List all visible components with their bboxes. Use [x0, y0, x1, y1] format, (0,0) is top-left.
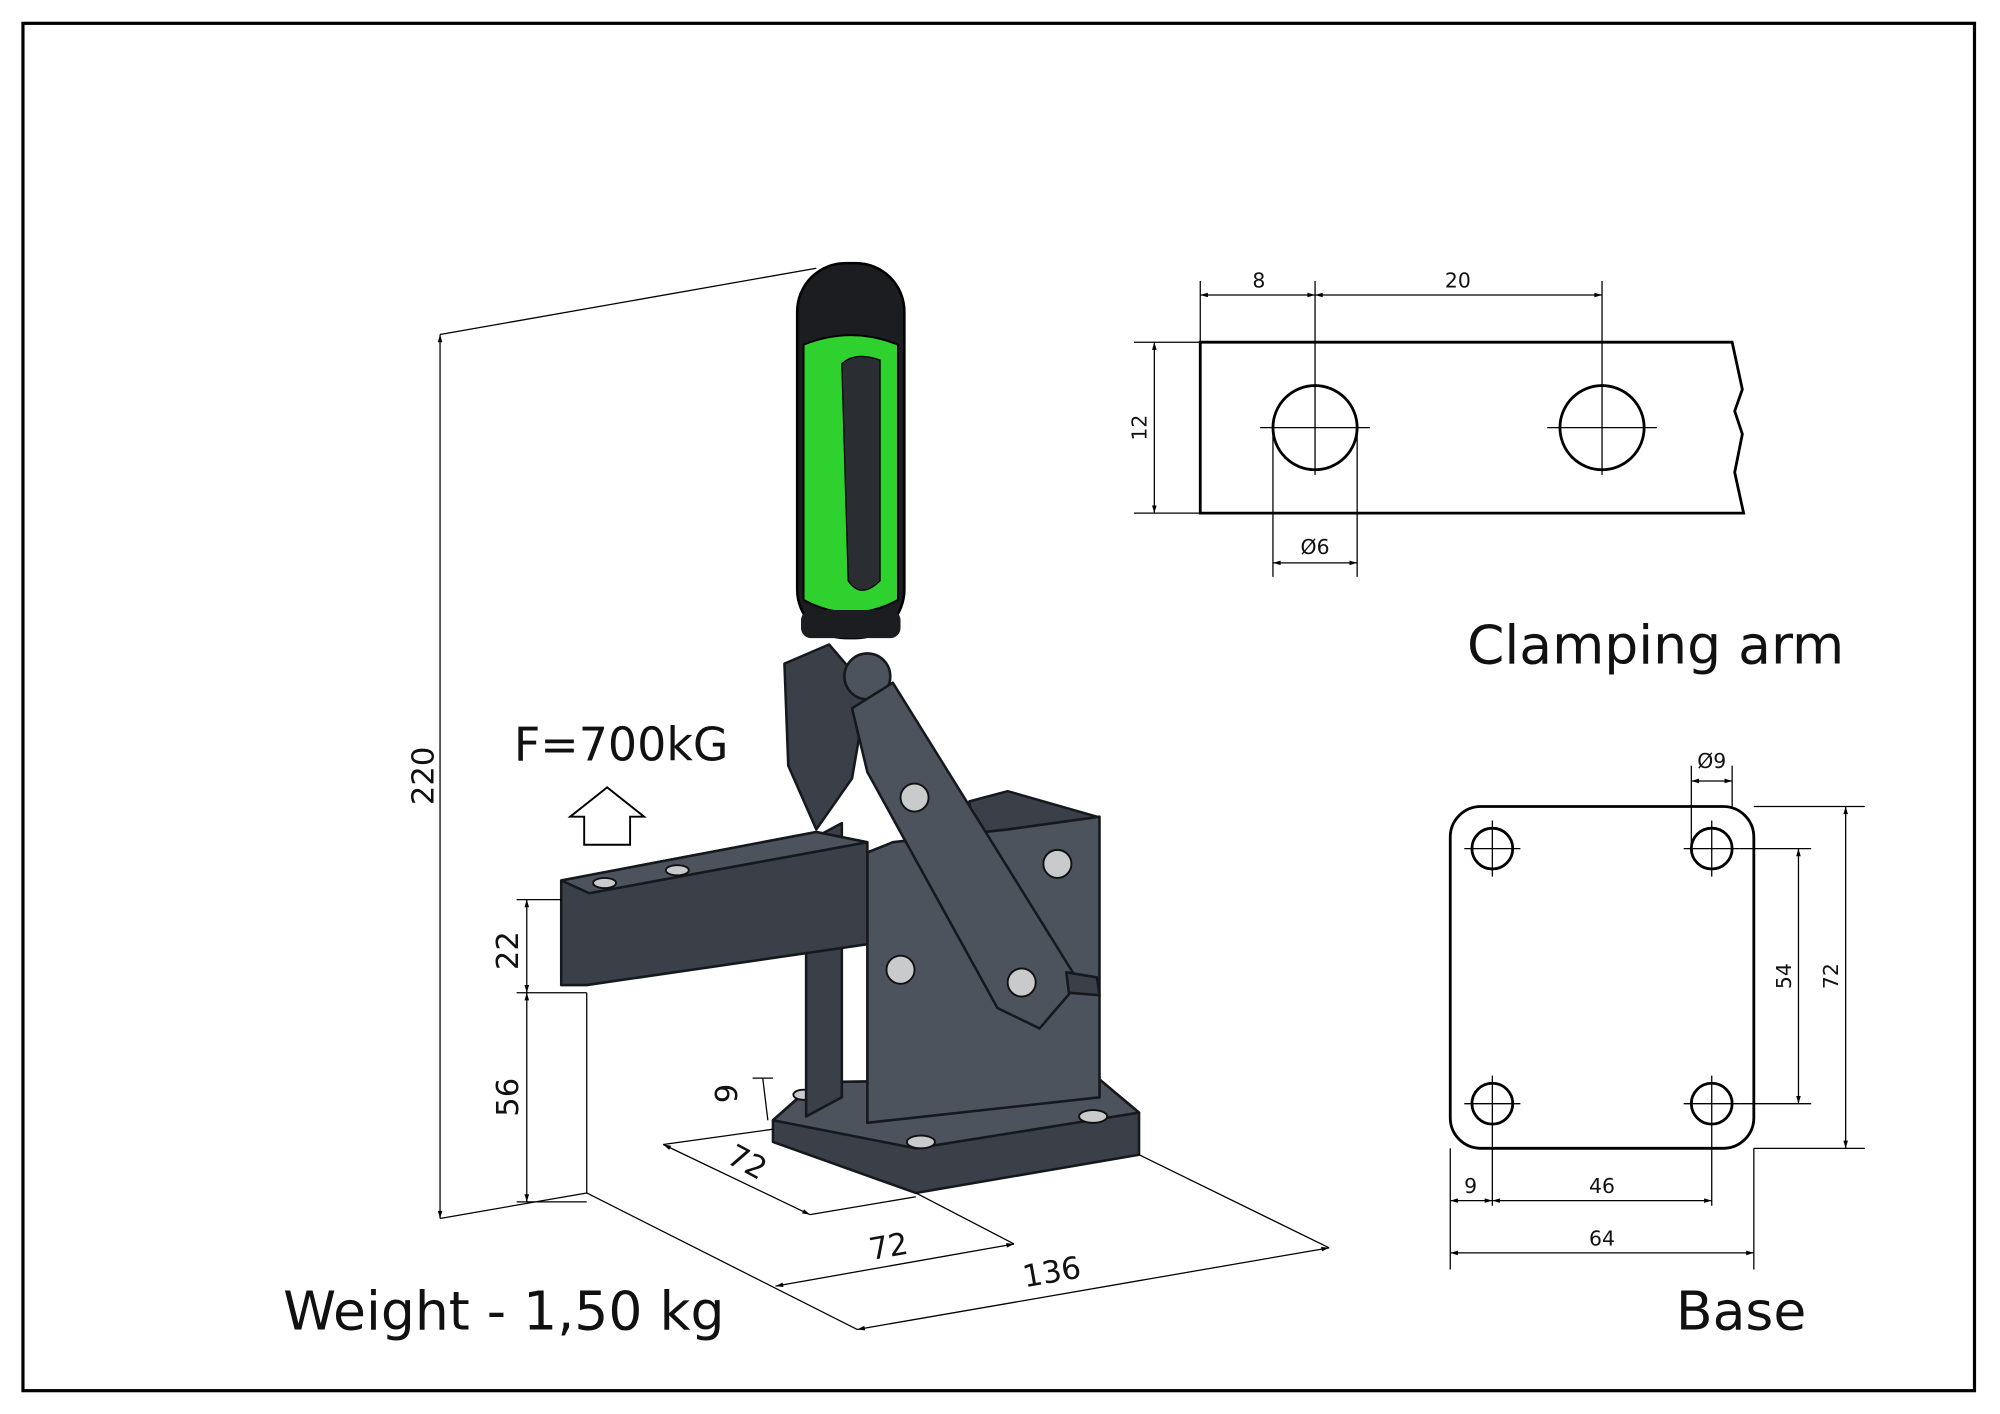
- dim-20: 20: [1445, 268, 1471, 292]
- grip-collar: [801, 610, 901, 639]
- dim-9-base-thickness: 9: [710, 1084, 745, 1103]
- clamping-arm-top: [559, 830, 869, 895]
- force-arrow-icon: [567, 786, 647, 846]
- arm-outline: [1198, 340, 1746, 515]
- dim-12: 12: [1128, 415, 1152, 441]
- dim-72-length: 72: [866, 1227, 910, 1268]
- linkage-pin: [899, 782, 930, 813]
- body-bolt: [885, 954, 916, 985]
- dim-hole-9: Ø9: [1697, 749, 1726, 773]
- base-detail: Ø9 54 72 9 46 64 Base: [1448, 749, 1865, 1342]
- dim-hole-6: Ø6: [1301, 535, 1330, 559]
- dim-8: 8: [1252, 268, 1265, 292]
- force-label: F=700kG: [514, 718, 729, 772]
- handle-stem: [783, 643, 869, 831]
- arm-hole: [664, 864, 690, 877]
- dim-22: 22: [491, 931, 526, 970]
- dim-46: 46: [1589, 1174, 1615, 1198]
- base-outline: [1448, 805, 1756, 1150]
- dim-72: 72: [1819, 963, 1843, 989]
- dim-56: 56: [491, 1078, 526, 1117]
- toggle-clamp-3d-view: F=700kG 220 22 56 9 72 72 136 Weight - 1…: [283, 261, 1330, 1342]
- clamping-arm-detail: 8 20 12 Ø6 Clamping arm: [1128, 268, 1845, 676]
- linkage-bar: [850, 681, 1081, 1030]
- base-title: Base: [1676, 1279, 1806, 1342]
- arm-hole: [592, 876, 618, 890]
- drawing-border: [21, 21, 1977, 1393]
- stop-screw: [1065, 971, 1101, 997]
- dim-54: 54: [1772, 963, 1796, 989]
- weight-label: Weight - 1,50 kg: [283, 1279, 724, 1342]
- body-bolt: [1042, 848, 1073, 879]
- base-hole: [1078, 1109, 1109, 1124]
- dim-9-edge: 9: [1464, 1174, 1477, 1198]
- dim-72-depth: 72: [721, 1138, 772, 1187]
- grip-dark-insert: [841, 355, 881, 591]
- dim-136: 136: [1020, 1251, 1084, 1296]
- dim-220: 220: [407, 747, 442, 805]
- linkage-pin: [1006, 967, 1037, 998]
- base-hole: [905, 1134, 936, 1150]
- dim-64: 64: [1589, 1226, 1615, 1250]
- clamping-arm-title: Clamping arm: [1467, 614, 1844, 677]
